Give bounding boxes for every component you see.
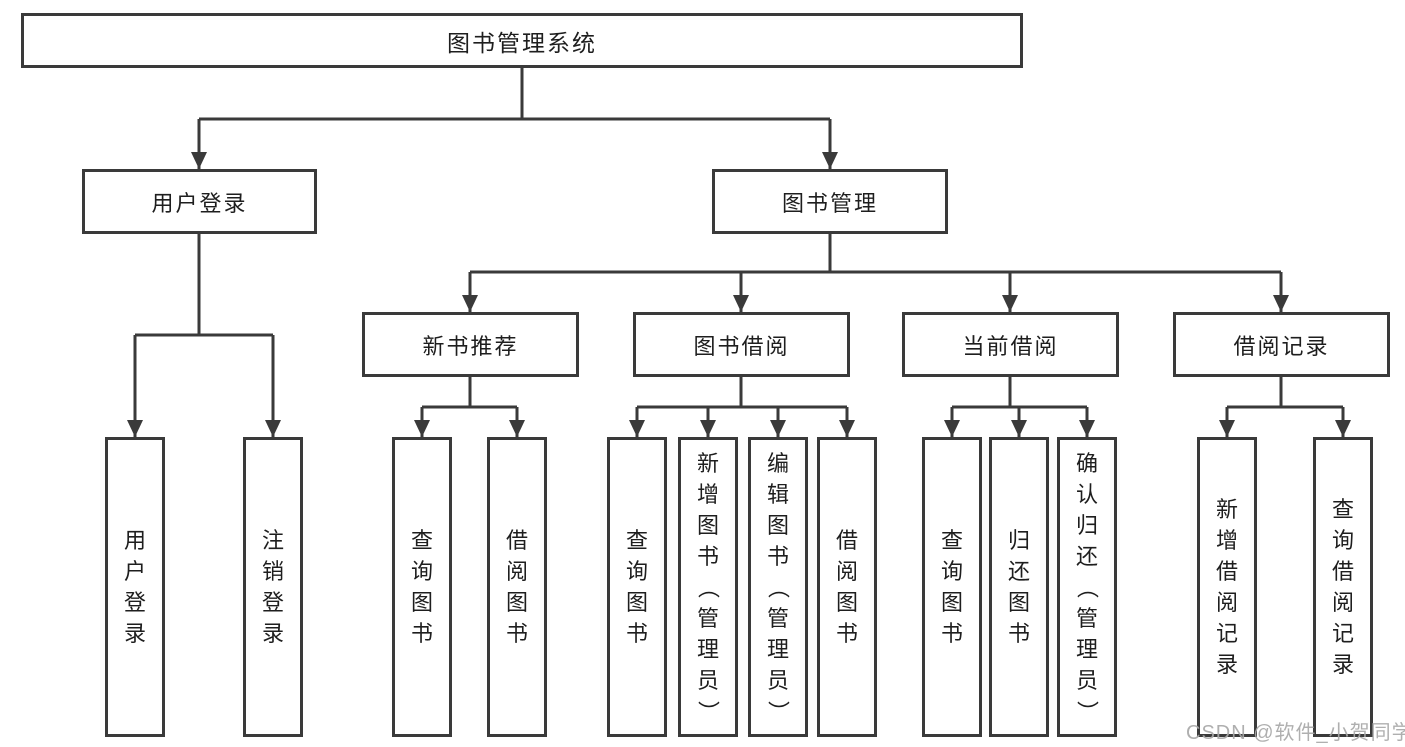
node-root: 图书管理系统 (21, 13, 1023, 68)
leaf-borrow-edit-book-admin: 编辑图书（管理员） (748, 437, 808, 737)
leaf-current-query-book: 查询图书 (922, 437, 982, 737)
leaf-record-add: 新增借阅记录 (1197, 437, 1257, 737)
leaf-borrow-add-book-admin: 新增图书（管理员） (678, 437, 738, 737)
node-borrow-record: 借阅记录 (1173, 312, 1390, 377)
leaf-borrow-query-book: 查询图书 (607, 437, 667, 737)
leaf-current-return-book: 归还图书 (989, 437, 1049, 737)
node-book-management: 图书管理 (712, 169, 948, 234)
leaf-borrow-borrow-book: 借阅图书 (817, 437, 877, 737)
node-book-borrow: 图书借阅 (633, 312, 850, 377)
leaf-recommend-query-book: 查询图书 (392, 437, 452, 737)
node-new-book-recommend: 新书推荐 (362, 312, 579, 377)
leaf-user-login: 用户登录 (105, 437, 165, 737)
leaf-recommend-borrow-book: 借阅图书 (487, 437, 547, 737)
leaf-current-confirm-return-admin: 确认归还（管理员） (1057, 437, 1117, 737)
leaf-logout: 注销登录 (243, 437, 303, 737)
leaf-record-query: 查询借阅记录 (1313, 437, 1373, 737)
csdn-watermark: CSDN @软件_小贺同学 (1186, 722, 1405, 744)
node-current-borrow: 当前借阅 (902, 312, 1119, 377)
node-user-login: 用户登录 (82, 169, 317, 234)
